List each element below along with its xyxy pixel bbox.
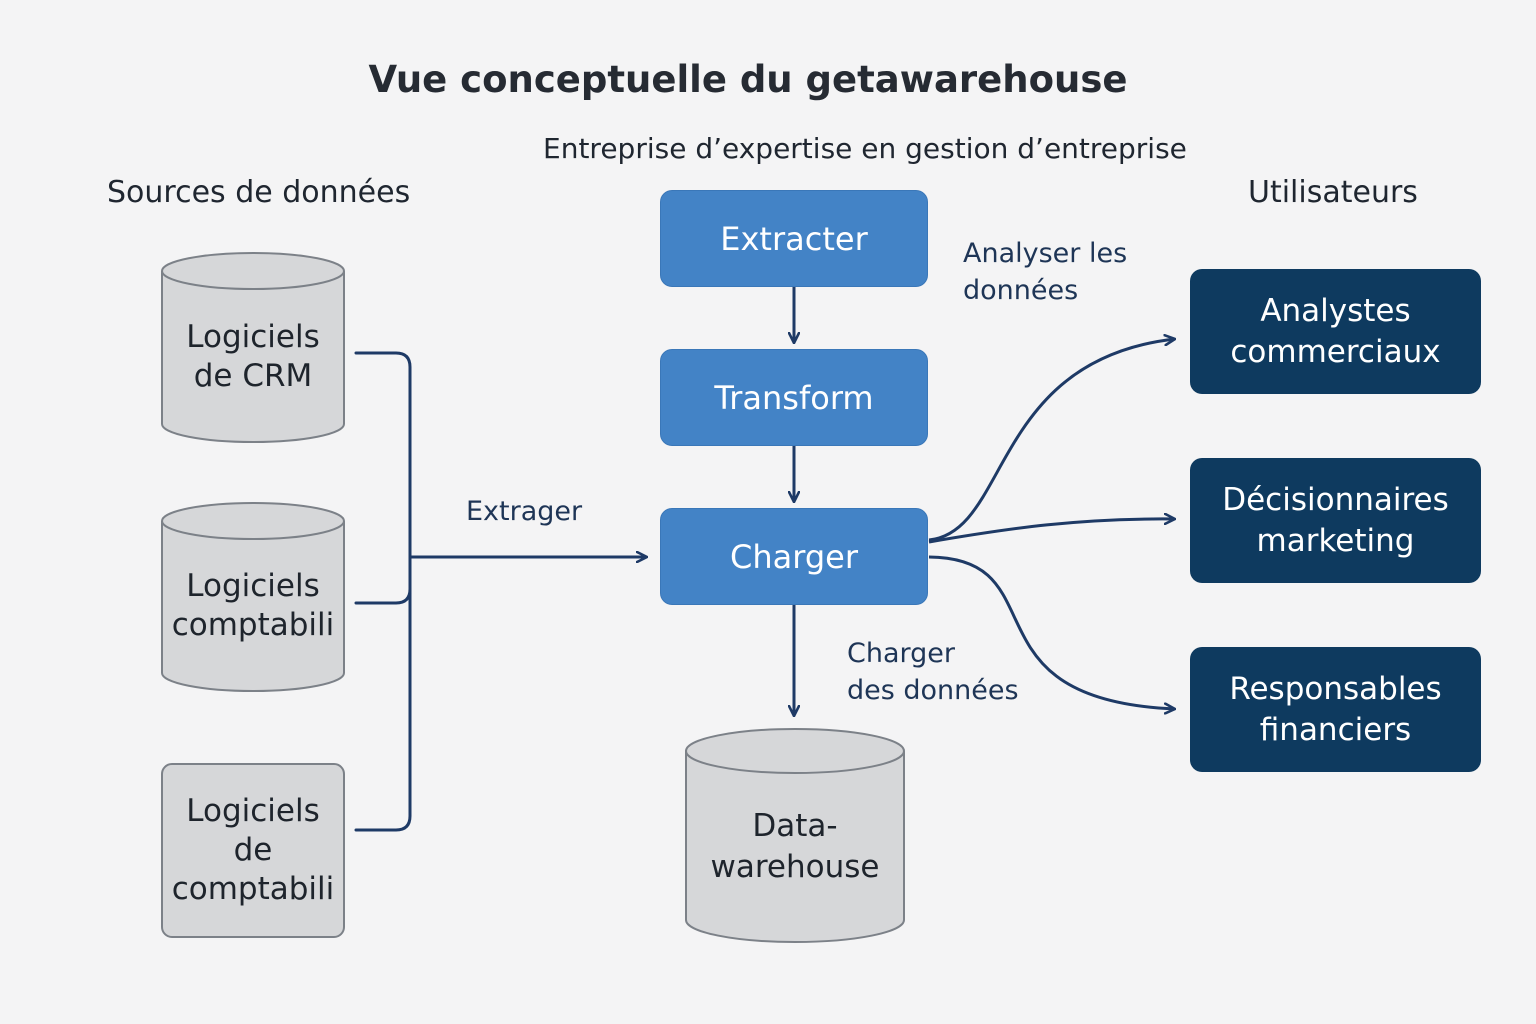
users-heading: Utilisateurs — [1248, 175, 1418, 210]
source-label-comptabilite-2: Logiciels de comptabili — [171, 793, 335, 907]
arrow-charger-to-marketing — [928, 519, 1175, 544]
source-cylinder-comptabilite-1 — [161, 502, 345, 692]
step-transform: Transform — [660, 349, 928, 446]
edge-label-analyser: Analyser les données — [963, 238, 1128, 306]
user-analystes-commerciaux: Analystes commerciaux — [1190, 269, 1481, 394]
warehouse-label: Data- warehouse — [710, 807, 880, 885]
diagram-title: Vue conceptuelle du getawarehouse — [368, 58, 1128, 101]
arrow-charger-to-analystes — [928, 339, 1175, 542]
sources-heading: Sources de données — [107, 175, 411, 210]
source-box-comptabilite-2 — [161, 763, 345, 938]
source-label-comptabilite-1: Logiciels comptabili — [171, 568, 335, 643]
diagram-subtitle: Entreprise d’expertise en gestion d’entr… — [543, 132, 1187, 165]
step-charger: Charger — [660, 508, 928, 605]
source-label-crm: Logiciels de CRM — [186, 318, 320, 394]
warehouse-cylinder — [685, 728, 905, 943]
source-2-connector — [354, 587, 412, 605]
edge-label-extrager: Extrager — [466, 496, 583, 527]
user-decisionnaires-marketing: Décisionnaires marketing — [1190, 458, 1481, 583]
source-cylinder-crm — [161, 252, 345, 443]
arrow-charger-to-financiers — [928, 555, 1175, 709]
user-responsables-financiers: Responsables financiers — [1190, 647, 1481, 772]
edge-label-charger-donnees: Charger des données — [847, 638, 1019, 706]
sources-merge-bracket — [354, 351, 412, 832]
step-extracter: Extracter — [660, 190, 928, 287]
